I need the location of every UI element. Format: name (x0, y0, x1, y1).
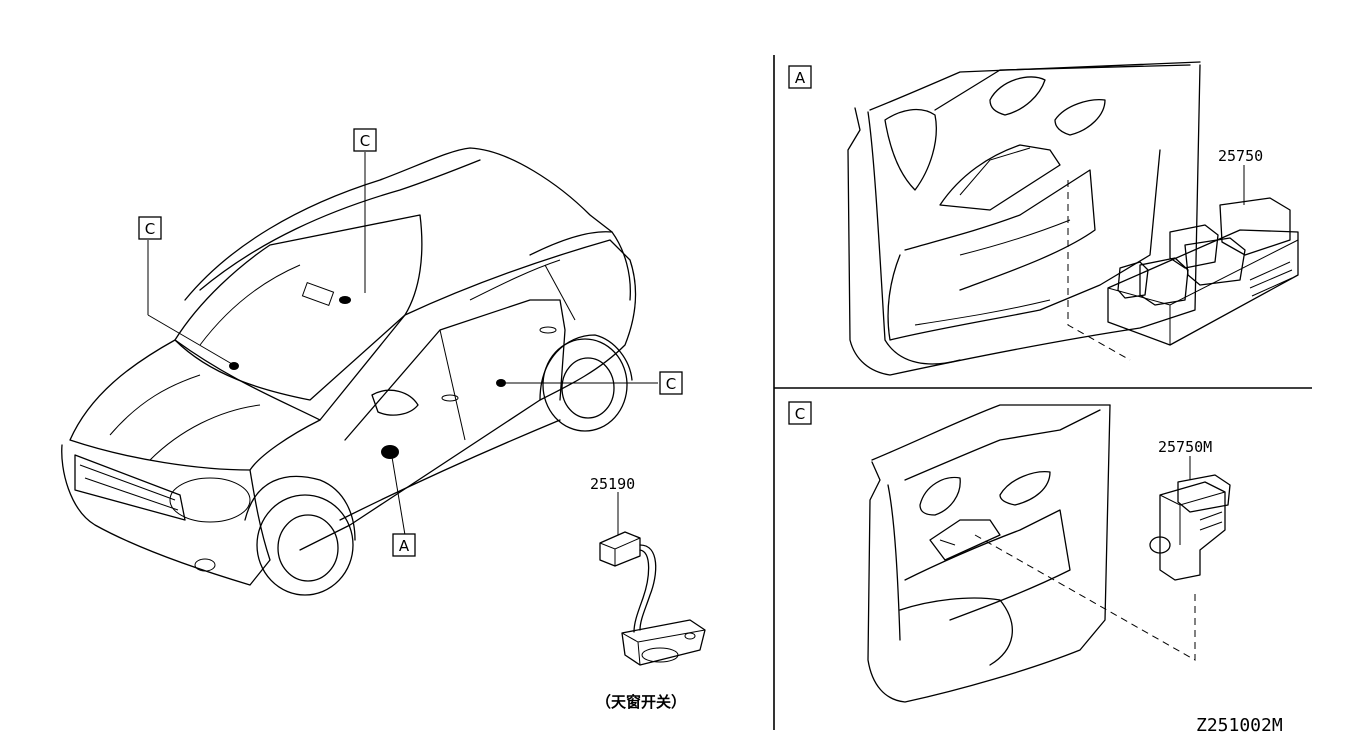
callout-c-left: C (138, 216, 162, 240)
roof-switch-marker (339, 296, 351, 304)
panel-a-label-box: A (788, 65, 812, 89)
rear-door-panel-drawing (867, 404, 1111, 703)
part-number-25750: 25750 (1218, 147, 1263, 165)
leader-a (391, 456, 406, 536)
drawing-code: Z251002M (1196, 715, 1283, 736)
rear-window-switch-drawing (1149, 474, 1231, 581)
callout-c-top-label: C (360, 132, 370, 150)
leader-25750m-dashed (974, 534, 1196, 661)
panel-a-label: A (795, 69, 806, 87)
sunroof-switch-drawing (599, 531, 706, 666)
callout-c-right: C (659, 371, 683, 395)
callout-c-top: C (353, 128, 377, 152)
panel-c-label-box: C (788, 401, 812, 425)
leader-25750-dashed (1067, 180, 1131, 361)
panel-c-label: C (795, 405, 805, 423)
leader-c-left-diag (147, 314, 233, 365)
main-window-switch-drawing (1107, 197, 1299, 346)
rear-door-switch-marker (496, 379, 506, 387)
callout-c-left-label: C (145, 220, 155, 238)
driver-switch-marker (381, 445, 399, 459)
front-door-panel-drawing (847, 61, 1201, 376)
callout-c-right-label: C (666, 375, 676, 393)
vehicle-drawing (61, 147, 637, 596)
part-number-25190: 25190 (590, 475, 635, 493)
callout-a-bottom-label: A (399, 537, 410, 555)
sunroof-caption: （天窗开关） (596, 693, 686, 711)
part-number-25750M: 25750M (1158, 438, 1212, 456)
callout-a-bottom: A (392, 533, 416, 557)
